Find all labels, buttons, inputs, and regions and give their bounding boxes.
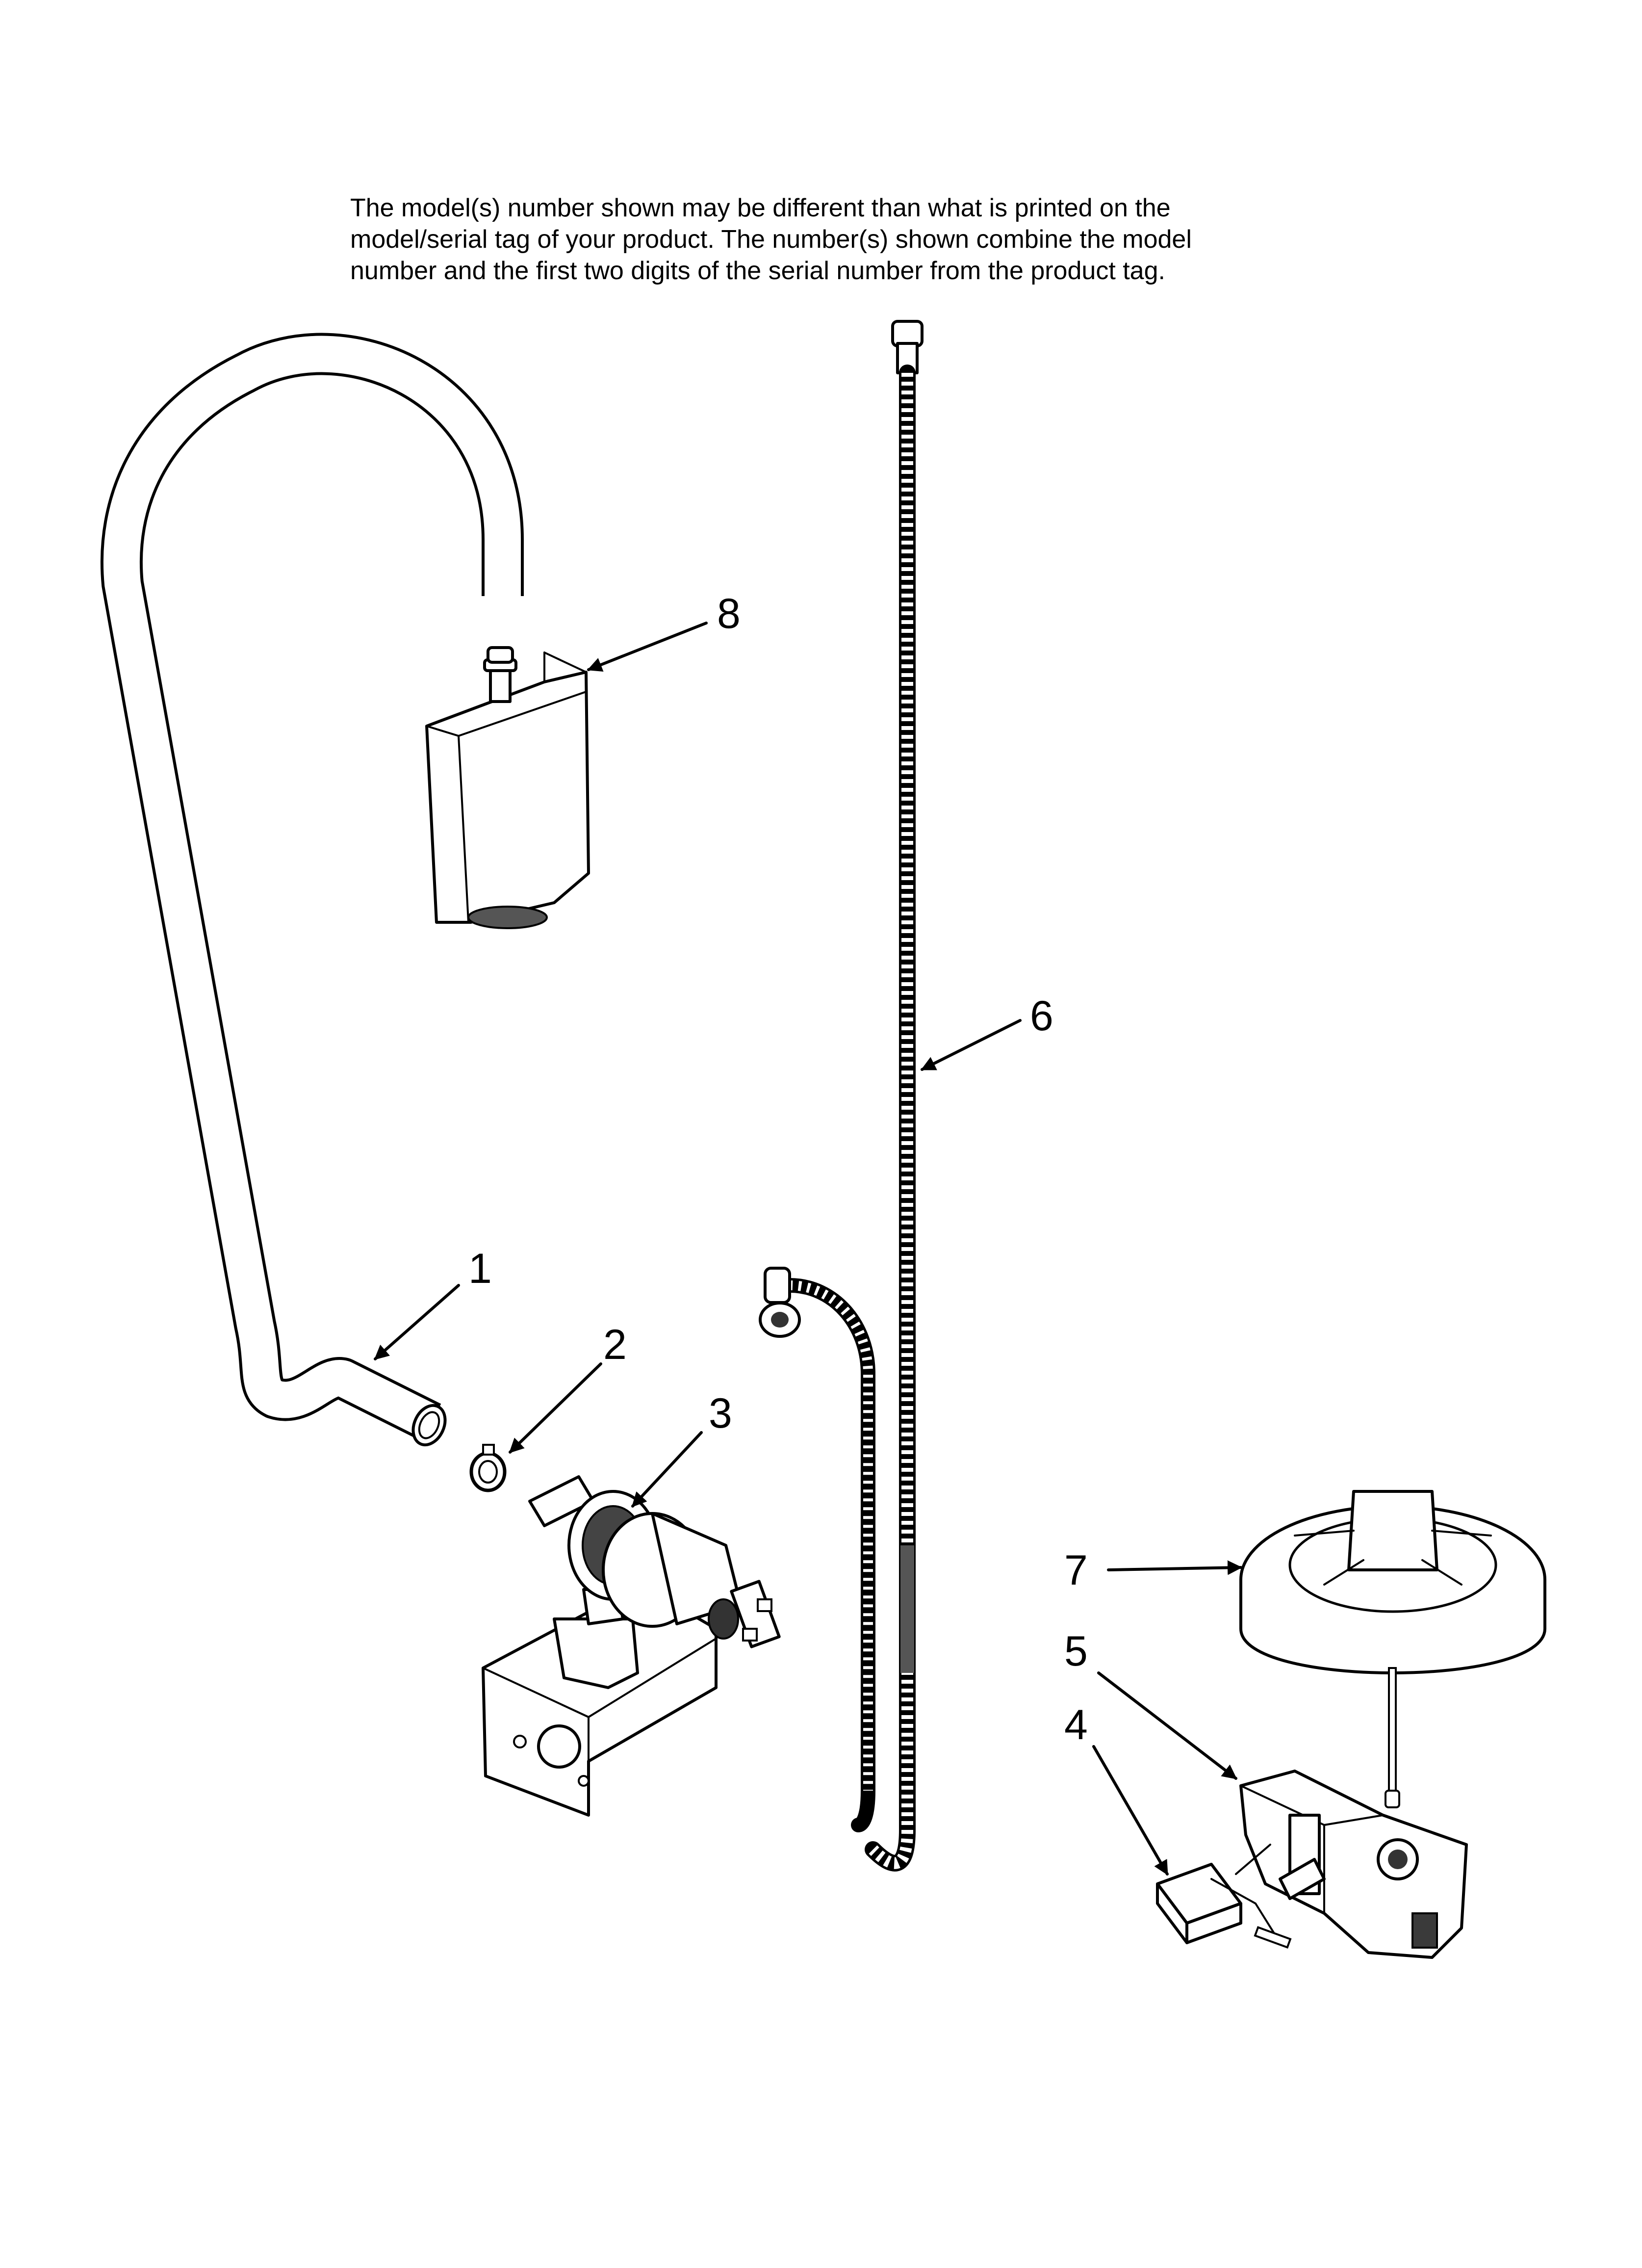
- disclaimer-line-3: number and the first two digits of the s…: [350, 257, 1165, 285]
- leader-arrow-8: [587, 622, 708, 672]
- hose-clamp-part-2: [469, 1444, 507, 1492]
- callout-3: 3: [709, 1390, 732, 1437]
- leader-arrow-7: [1107, 1560, 1242, 1575]
- callout-5: 5: [1064, 1628, 1088, 1675]
- callout-7: 7: [1064, 1547, 1088, 1594]
- fill-hose-part-1: [100, 333, 524, 1447]
- leader-arrow-5: [1097, 1671, 1237, 1780]
- corrugated-tube-part-6: [865, 320, 924, 1872]
- float-part-7: [1239, 1490, 1546, 1808]
- callout-1: 1: [468, 1245, 492, 1292]
- callout-6: 6: [1030, 992, 1053, 1040]
- vent-part-8: [425, 646, 590, 929]
- leader-arrow-2: [509, 1362, 602, 1454]
- float-switch-bracket-part-5: [1239, 1770, 1468, 1959]
- callout-8: 8: [717, 590, 741, 637]
- disclaimer-line-1: The model(s) number shown may be differe…: [350, 194, 1171, 222]
- leader-arrow-4: [1092, 1745, 1169, 1876]
- callout-4: 4: [1064, 1701, 1088, 1748]
- microswitch-part-4: [1156, 1844, 1292, 1949]
- water-valve-part-3: [482, 1475, 781, 1817]
- leader-arrow-3: [631, 1431, 703, 1508]
- model-number-disclaimer: The model(s) number shown may be differe…: [350, 192, 1478, 287]
- callout-2: 2: [603, 1321, 627, 1368]
- disclaimer-line-2: model/serial tag of your product. The nu…: [350, 225, 1192, 254]
- leader-arrow-1: [374, 1284, 460, 1360]
- leader-arrow-6: [921, 1019, 1022, 1071]
- corrugated-hose-fitting: [759, 1267, 875, 1832]
